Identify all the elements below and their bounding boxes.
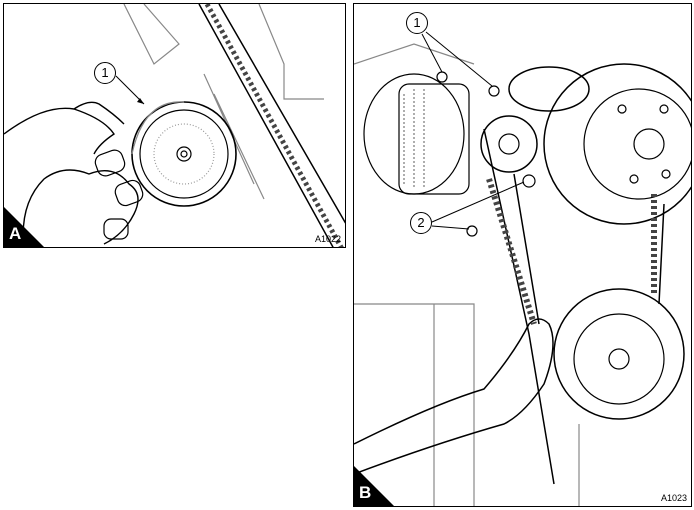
figure-id: A1023 (660, 493, 687, 503)
panel-letter: B (359, 483, 372, 502)
figure-id: A1022 (314, 234, 341, 244)
pulley-hand-drawing (4, 4, 345, 247)
panel-letter-badge (354, 466, 394, 506)
panel-letter-badge (4, 207, 44, 247)
callout-2: 2 (410, 212, 432, 234)
callout-1: 1 (94, 62, 116, 84)
panel-b-illustration: 1 2 B A1023 (353, 3, 692, 507)
panel-a-illustration: 1 A A1022 (3, 3, 346, 248)
callout-leader-line (115, 75, 145, 105)
callout-1: 1 (406, 12, 428, 34)
panel-letter: A (9, 224, 22, 243)
engine-belt-drawing (354, 43, 691, 506)
callout-leader-lines (421, 31, 525, 230)
